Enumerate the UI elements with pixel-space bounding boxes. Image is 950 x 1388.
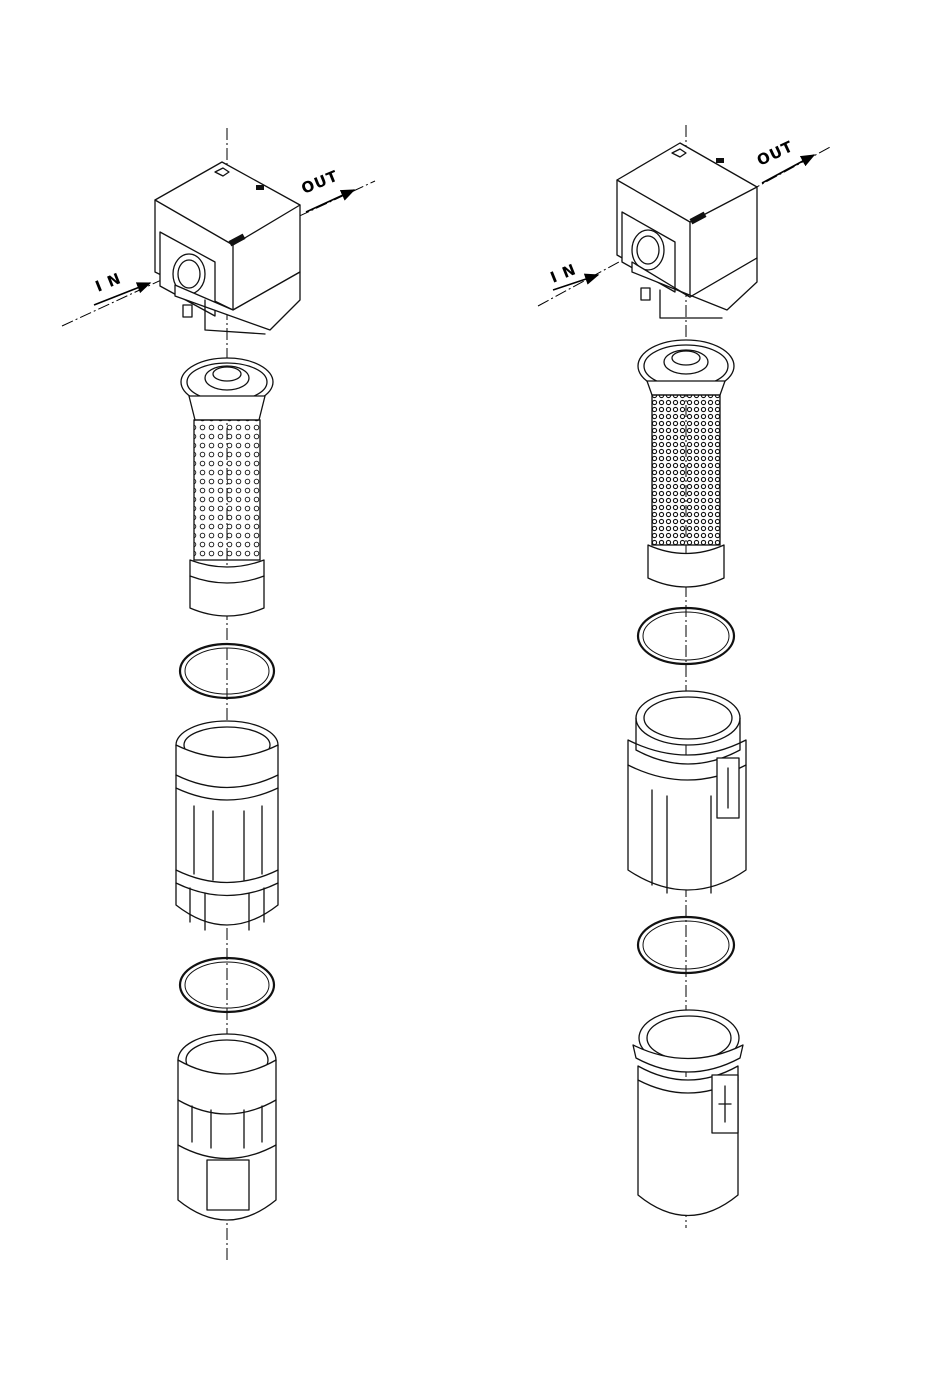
right-lower-bowl (633, 1010, 743, 1216)
left-assembly: I N OUT (62, 128, 375, 1262)
left-in-label: I N (93, 269, 124, 296)
left-bowl-housing (176, 721, 278, 930)
right-valve-body (617, 143, 757, 318)
left-lower-bowl (178, 1034, 276, 1220)
right-bowl-housing (628, 691, 746, 893)
left-out-label: OUT (299, 167, 341, 198)
right-out-label: OUT (754, 137, 796, 169)
left-valve-body (155, 162, 300, 334)
left-filter-element (181, 358, 273, 616)
right-assembly: I N OUT (538, 125, 832, 1228)
